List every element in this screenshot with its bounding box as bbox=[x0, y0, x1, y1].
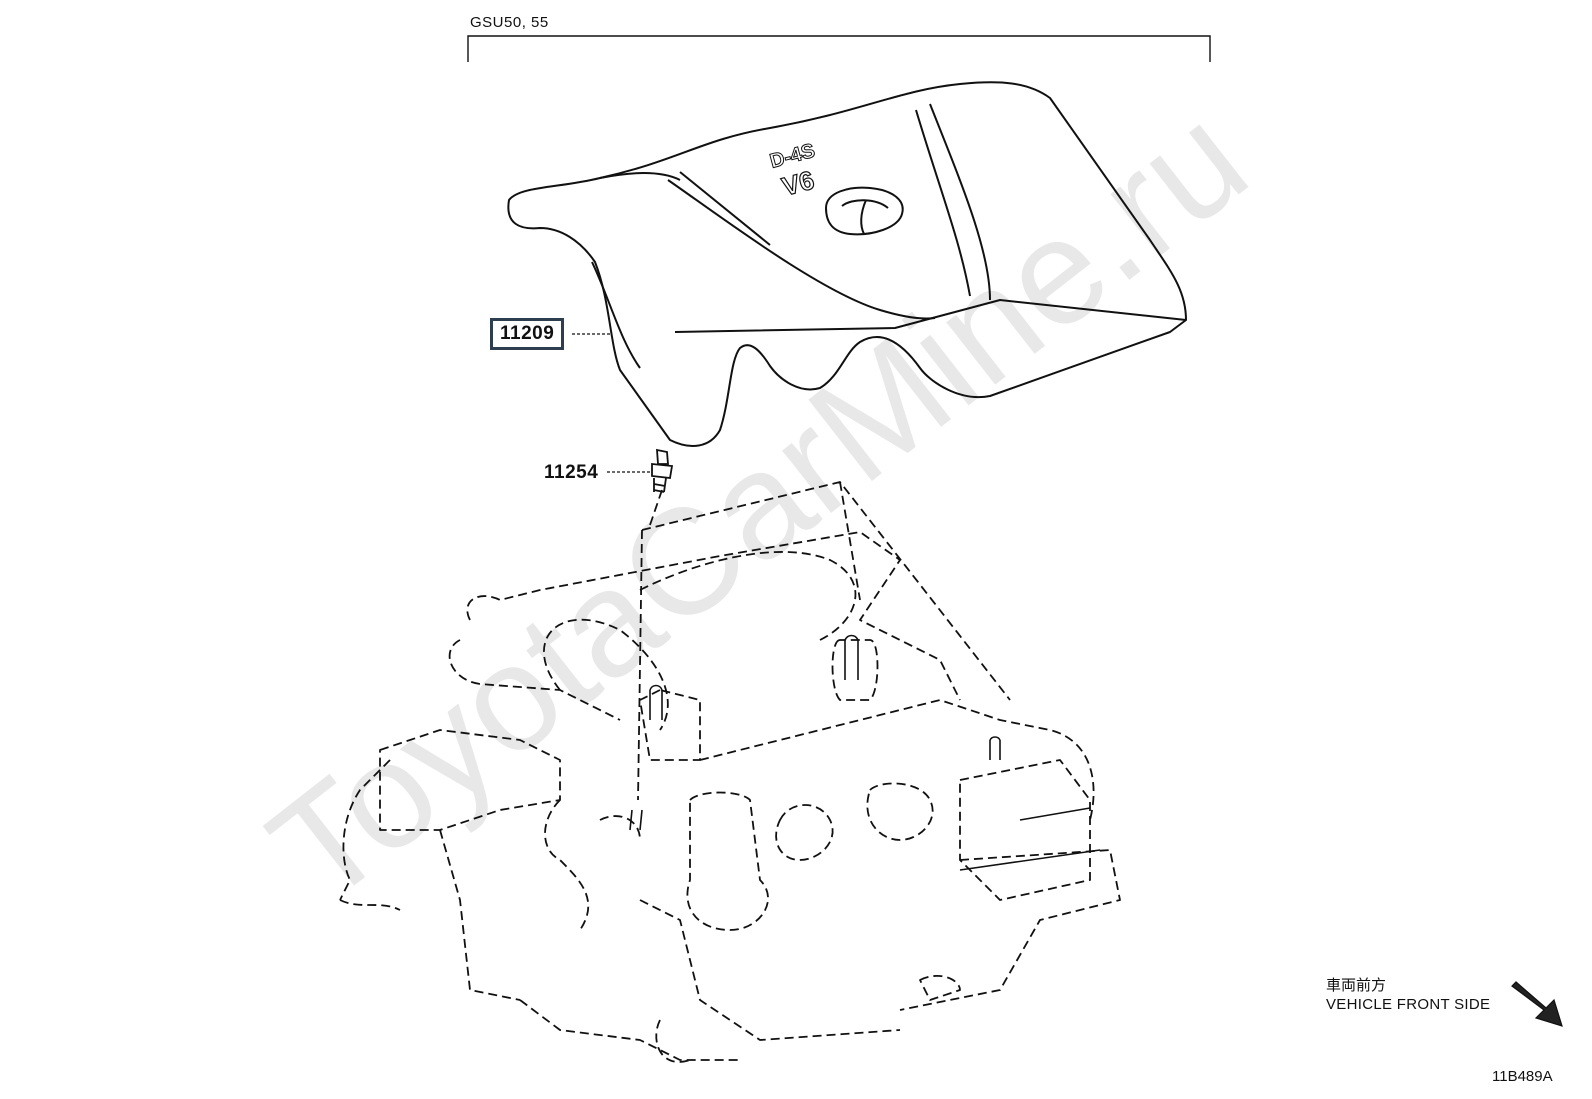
vehicle-front-label-en: VEHICLE FRONT SIDE bbox=[1326, 996, 1491, 1013]
toyota-logo-icon bbox=[825, 186, 904, 236]
model-label: GSU50, 55 bbox=[470, 14, 549, 31]
model-bracket bbox=[467, 35, 1211, 62]
vehicle-front-label-jp: 車両前方 bbox=[1326, 977, 1387, 994]
watermark: ToyotaCarMine.ru bbox=[240, 73, 1276, 934]
front-direction-arrow-icon bbox=[1511, 981, 1563, 1027]
engine-cover[interactable] bbox=[507, 81, 1187, 447]
clip-part[interactable] bbox=[651, 448, 674, 493]
illustration-code: 11B489A bbox=[1492, 1068, 1553, 1085]
engine-details bbox=[629, 634, 1101, 871]
engine-phantom bbox=[339, 481, 1121, 1063]
part-number-11209[interactable]: 11209 bbox=[490, 318, 565, 350]
cover-emblem-text: V6 bbox=[779, 165, 817, 202]
part-number-11254[interactable]: 11254 bbox=[544, 462, 599, 483]
